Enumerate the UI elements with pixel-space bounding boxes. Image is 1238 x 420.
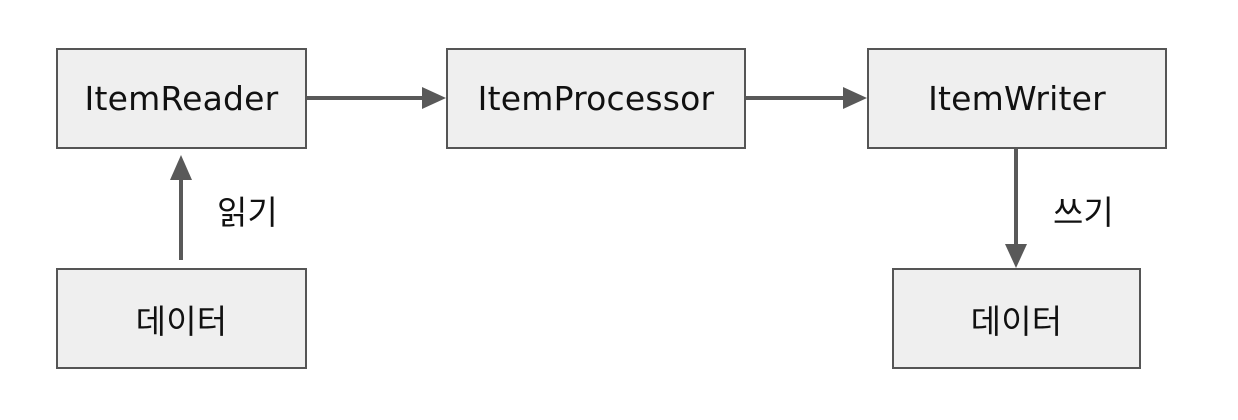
source-data-box: 데이터: [56, 268, 307, 369]
target-data-box: 데이터: [892, 268, 1141, 369]
item-processor-box: ItemProcessor: [446, 48, 746, 149]
item-processor-label: ItemProcessor: [477, 79, 715, 118]
arrow-processor-to-writer: [746, 87, 867, 109]
arrow-writer-to-data: [1005, 149, 1027, 268]
item-writer-label: ItemWriter: [928, 79, 1106, 118]
arrow-reader-to-processor: [307, 87, 446, 109]
write-edge-label: 쓰기: [1053, 193, 1114, 232]
arrow-data-to-reader: [170, 155, 192, 260]
item-writer-box: ItemWriter: [867, 48, 1167, 149]
item-reader-box: ItemReader: [56, 48, 307, 149]
target-data-label: 데이터: [970, 301, 1063, 341]
source-data-label: 데이터: [135, 301, 228, 341]
read-edge-label: 읽기: [217, 193, 278, 232]
item-reader-label: ItemReader: [84, 79, 279, 118]
